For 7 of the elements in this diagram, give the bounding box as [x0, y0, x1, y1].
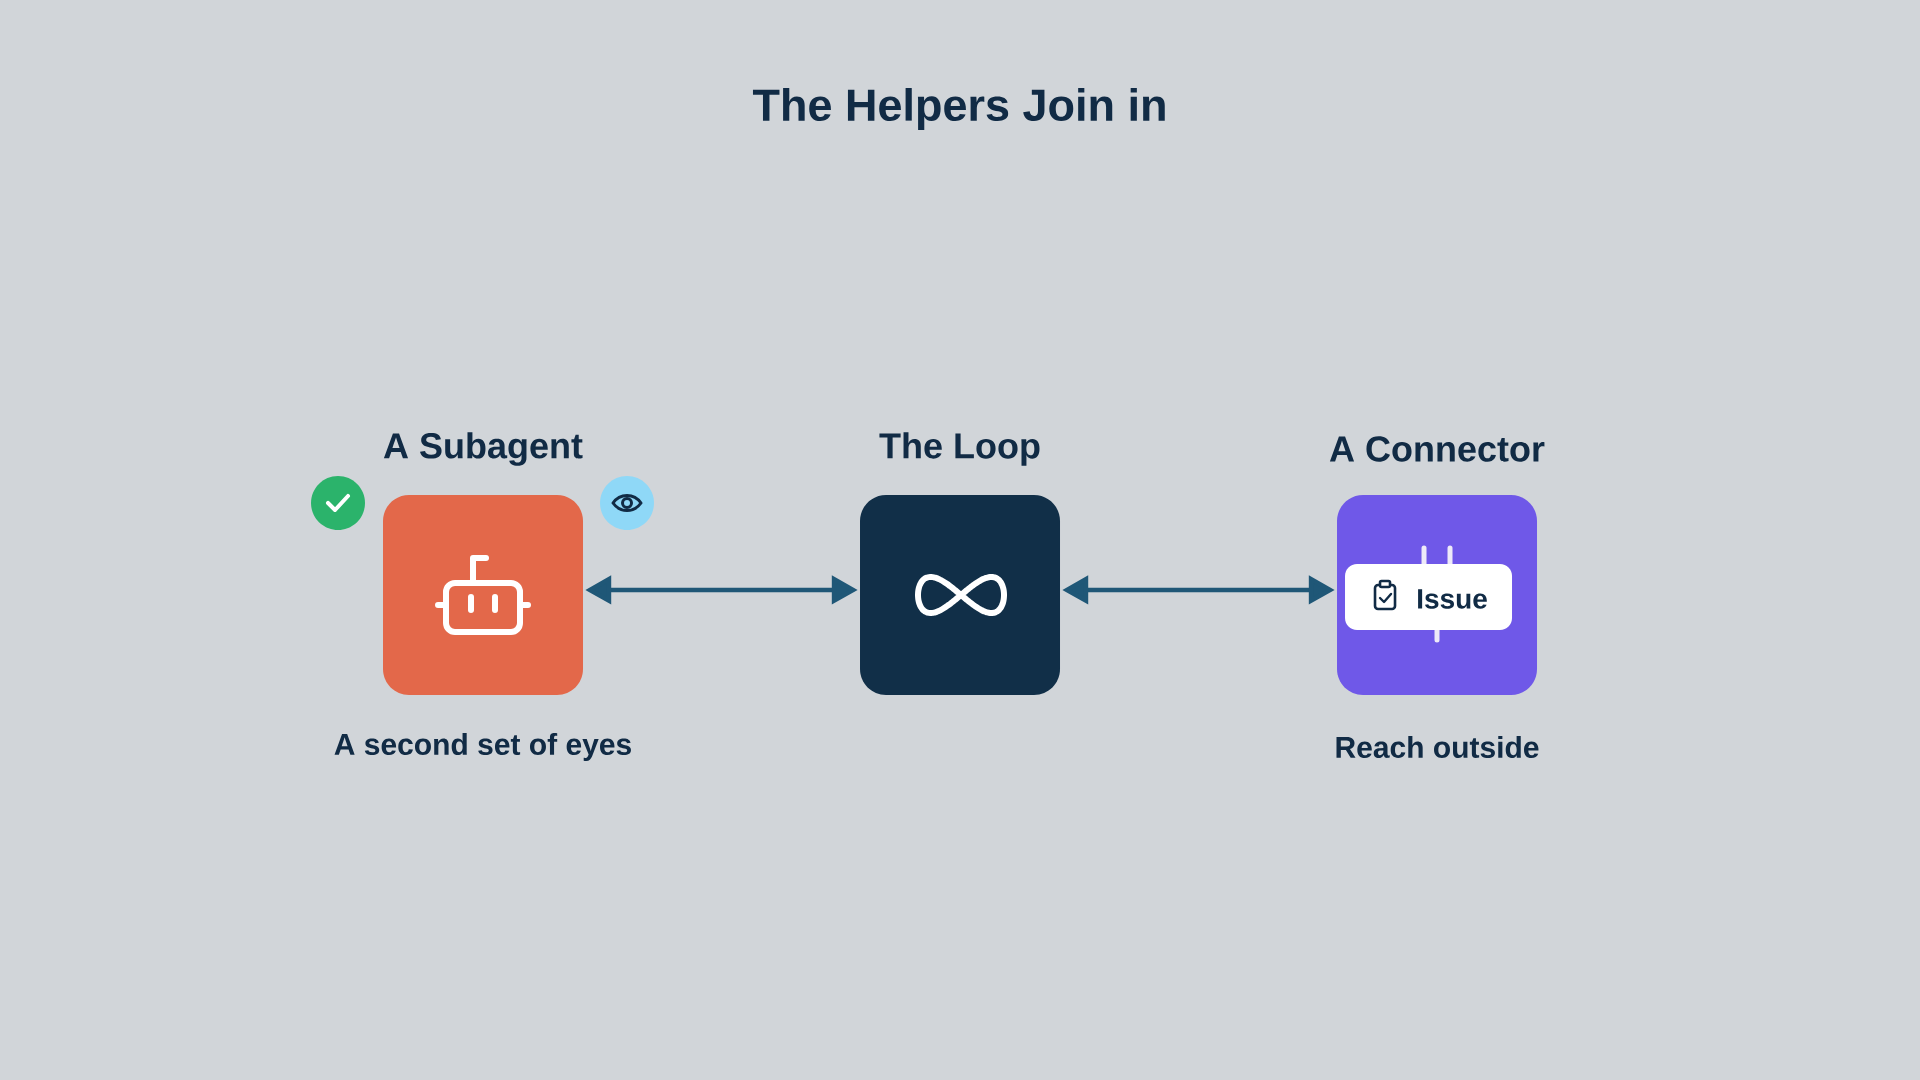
tile-caption: A second set of eyes: [334, 733, 631, 761]
tag-chip: Issue: [1345, 564, 1512, 630]
title: The Helpers Join in: [752, 88, 1165, 130]
tile-heading: A Subagent: [383, 432, 583, 466]
tile-heading: A Connector: [1329, 436, 1545, 462]
tile-caption: Reach outside: [1336, 736, 1539, 758]
tile-heading: The Loop: [879, 432, 1040, 466]
